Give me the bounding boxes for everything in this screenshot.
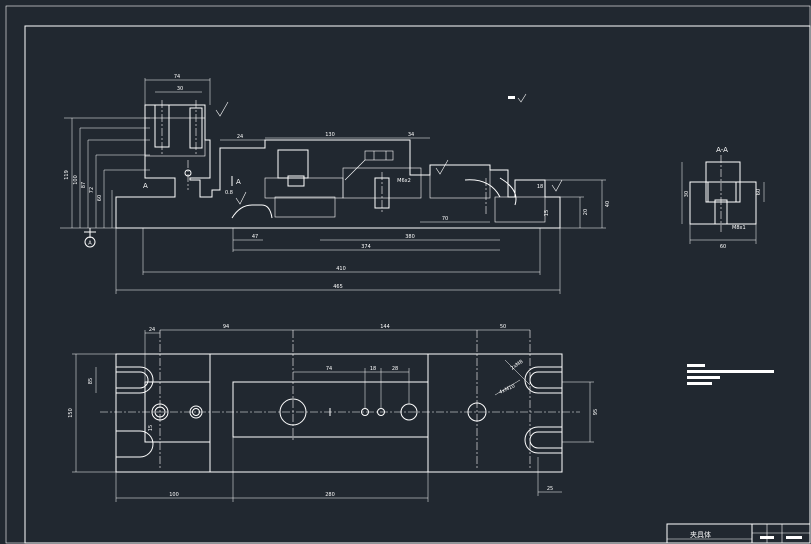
top-dim-95: 95 [593, 409, 599, 415]
dim-47: 47 [252, 234, 258, 240]
roughness-symbol-1 [215, 101, 229, 117]
roughness-note-box [508, 96, 515, 99]
section-lower [689, 181, 757, 225]
slot-left-top [116, 366, 154, 394]
top-dim-15: 15 [148, 425, 154, 431]
thread-callout: M6x2 [397, 178, 411, 184]
tolerance-leader [344, 159, 366, 181]
top-view: 24 94 144 50 74 18 28 85 150 15 95 100 2… [68, 324, 599, 502]
right-arc2 [499, 177, 517, 206]
slot-left-bottom [116, 430, 154, 458]
section-mark-left: A [143, 182, 148, 190]
section-dim-60: 60 [720, 244, 726, 250]
dim-87: 87 [81, 182, 87, 188]
hole-callout-1: 2xM8 [510, 359, 525, 372]
dim-30: 30 [177, 86, 183, 92]
right-arc [464, 179, 501, 198]
top-dim-144: 144 [380, 324, 390, 330]
dim-100: 100 [73, 175, 79, 185]
top-dim-lines [72, 329, 594, 502]
roughness-symbol-4 [551, 179, 563, 192]
hatch-block-end [494, 196, 546, 223]
slot-right-top-inner [529, 371, 562, 389]
relief-arc [231, 204, 273, 219]
slot-right-bottom-inner [529, 431, 562, 449]
top-dim-85: 85 [88, 378, 94, 384]
outer-border [5, 5, 811, 544]
pocket-inner [287, 175, 305, 187]
section-slot [707, 181, 737, 203]
dim-374: 374 [361, 244, 371, 250]
dim-119: 119 [64, 170, 70, 180]
dim-410: 410 [336, 266, 346, 272]
front-view-outline [115, 104, 561, 229]
dim-18: 18 [537, 184, 543, 190]
slot-left-top-inner [116, 371, 149, 389]
hatch-block-base [274, 196, 336, 218]
top-dim-74: 74 [326, 366, 332, 372]
surface-note: 0.8 [225, 190, 233, 196]
note-line-1 [687, 370, 774, 373]
section-dim-60b: 60 [756, 189, 762, 195]
dim-465: 465 [333, 284, 343, 290]
hatch-block-left [144, 117, 206, 157]
dim-72: 72 [89, 187, 95, 193]
technical-notes [687, 364, 774, 385]
dim-380: 380 [405, 234, 415, 240]
dim-74: 74 [174, 74, 180, 80]
top-dim-25: 25 [547, 486, 553, 492]
dim-130: 130 [325, 132, 335, 138]
dim-60: 60 [97, 195, 103, 201]
datum-label: A [88, 241, 92, 247]
front-dim-lines [115, 78, 561, 294]
top-dim-50: 50 [500, 324, 506, 330]
top-dim-150: 150 [68, 408, 74, 418]
top-dim-28: 28 [392, 366, 398, 372]
top-dim-280: 280 [325, 492, 335, 498]
pocket-rect [277, 149, 309, 179]
top-dim-100: 100 [169, 492, 179, 498]
title-block: 夹具体 [666, 523, 811, 544]
hatch-block-right [429, 164, 491, 199]
dim-70: 70 [442, 216, 448, 222]
dim-34: 34 [408, 132, 414, 138]
front-dim-vertical [60, 117, 606, 229]
slot-right-bottom [524, 426, 562, 454]
top-dim-24: 24 [149, 327, 155, 333]
section-mark-right: A [236, 178, 241, 186]
section-dim-30: 30 [684, 191, 690, 197]
dim-40: 40 [605, 201, 611, 207]
tolerance-frame [364, 150, 394, 161]
top-dim-94: 94 [223, 324, 229, 330]
dim-15: 15 [544, 210, 550, 216]
front-view: A A A 74 30 24 130 34 70 47 374 380 410 … [60, 74, 611, 294]
dim-24: 24 [237, 134, 243, 140]
top-middle-rail [232, 381, 429, 438]
title-block-name: 夹具体 [690, 530, 711, 539]
section-view-aa: A-A 60 30 60 M8x1 [681, 146, 765, 250]
note-line-3 [687, 382, 712, 385]
section-thread: M8x1 [732, 225, 746, 231]
notes-title-bar [687, 364, 705, 367]
roughness-symbol-3 [435, 159, 449, 175]
title-block-frame [666, 523, 811, 544]
note-line-2 [687, 376, 720, 379]
hole-callout-2: 4xM10 [498, 383, 516, 396]
slot-right-top [524, 366, 562, 394]
inner-border [24, 25, 811, 544]
section-title: A-A [716, 146, 728, 154]
top-dim-18: 18 [370, 366, 376, 372]
roughness-symbol-top [517, 93, 527, 103]
top-view-base [115, 353, 563, 473]
roughness-symbol-2 [235, 191, 247, 205]
datum-circle [84, 236, 96, 248]
dim-20: 20 [583, 209, 589, 215]
